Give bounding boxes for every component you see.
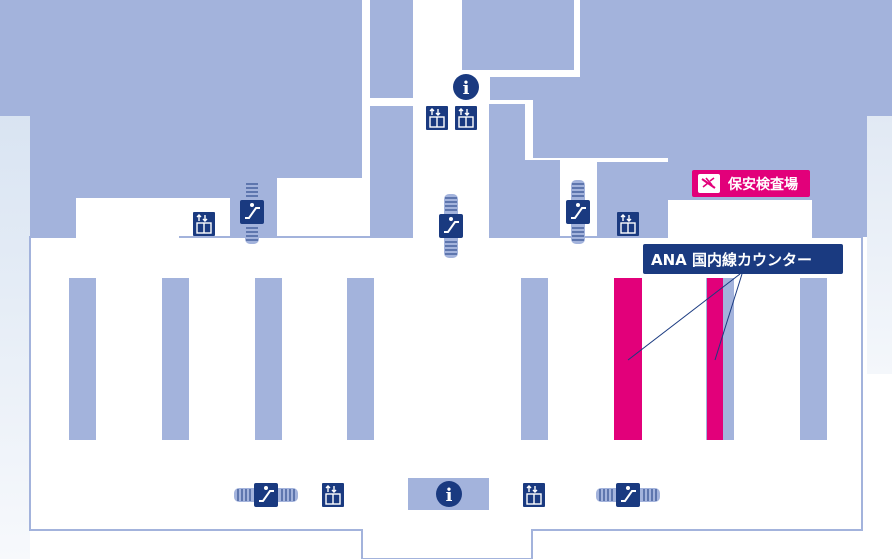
counter-island: [69, 278, 96, 440]
elevator-icon[interactable]: [322, 483, 344, 507]
elevator-icon[interactable]: [426, 106, 448, 130]
left-alcove-floor: [76, 198, 179, 238]
escalator-icon[interactable]: [439, 194, 463, 258]
ana-domestic-counter-label[interactable]: ANA 国内線カウンター: [643, 244, 843, 274]
escalators: [234, 180, 660, 507]
counter-island: [800, 278, 827, 440]
wall-block-right-inner: [525, 160, 560, 238]
ana-domestic-counter-text: ANA 国内線カウンター: [651, 250, 812, 269]
counter-island: [162, 278, 189, 440]
info-icon-glyph: i: [446, 485, 453, 506]
leader-line: [714, 273, 743, 361]
right-alcove-floor: [668, 200, 812, 238]
elevator-icon[interactable]: [193, 212, 215, 236]
security-checkpoint-text: 保安検査場: [728, 176, 798, 193]
leader-line: [627, 273, 741, 361]
elevator-icon[interactable]: [617, 212, 639, 236]
escalator-icon[interactable]: [596, 483, 660, 507]
ana-counter[interactable]: [614, 278, 642, 440]
outer-area-left: [0, 116, 30, 559]
counter-islands: [69, 278, 827, 440]
elevator-icon[interactable]: [523, 483, 545, 507]
elevator-icon[interactable]: [455, 106, 477, 130]
departure-plane-icon: [698, 174, 720, 193]
wall-block-top-center-right: [462, 0, 574, 70]
walls: [0, 0, 892, 510]
info-icon[interactable]: i: [453, 74, 479, 100]
wall-block-mid-right: [489, 104, 525, 238]
leader-lines: [627, 273, 743, 361]
elevators: [193, 106, 639, 507]
wall-block-top-left: [0, 0, 362, 238]
escalator-icon[interactable]: [566, 180, 590, 244]
main-floor: [29, 236, 863, 559]
security-checkpoint-label[interactable]: 保安検査場: [692, 170, 810, 197]
info-icon-glyph: i: [463, 78, 470, 99]
counter-island: [255, 278, 282, 440]
wall-block-mid-left: [370, 106, 413, 238]
escalator-icon[interactable]: [234, 483, 298, 507]
info-icon[interactable]: i: [436, 481, 462, 507]
escalator-icon[interactable]: [240, 180, 264, 244]
outer-area-right: [867, 116, 892, 374]
wall-block-top-center-left: [370, 0, 413, 98]
counter-island: [347, 278, 374, 440]
counter-island: [521, 278, 548, 440]
